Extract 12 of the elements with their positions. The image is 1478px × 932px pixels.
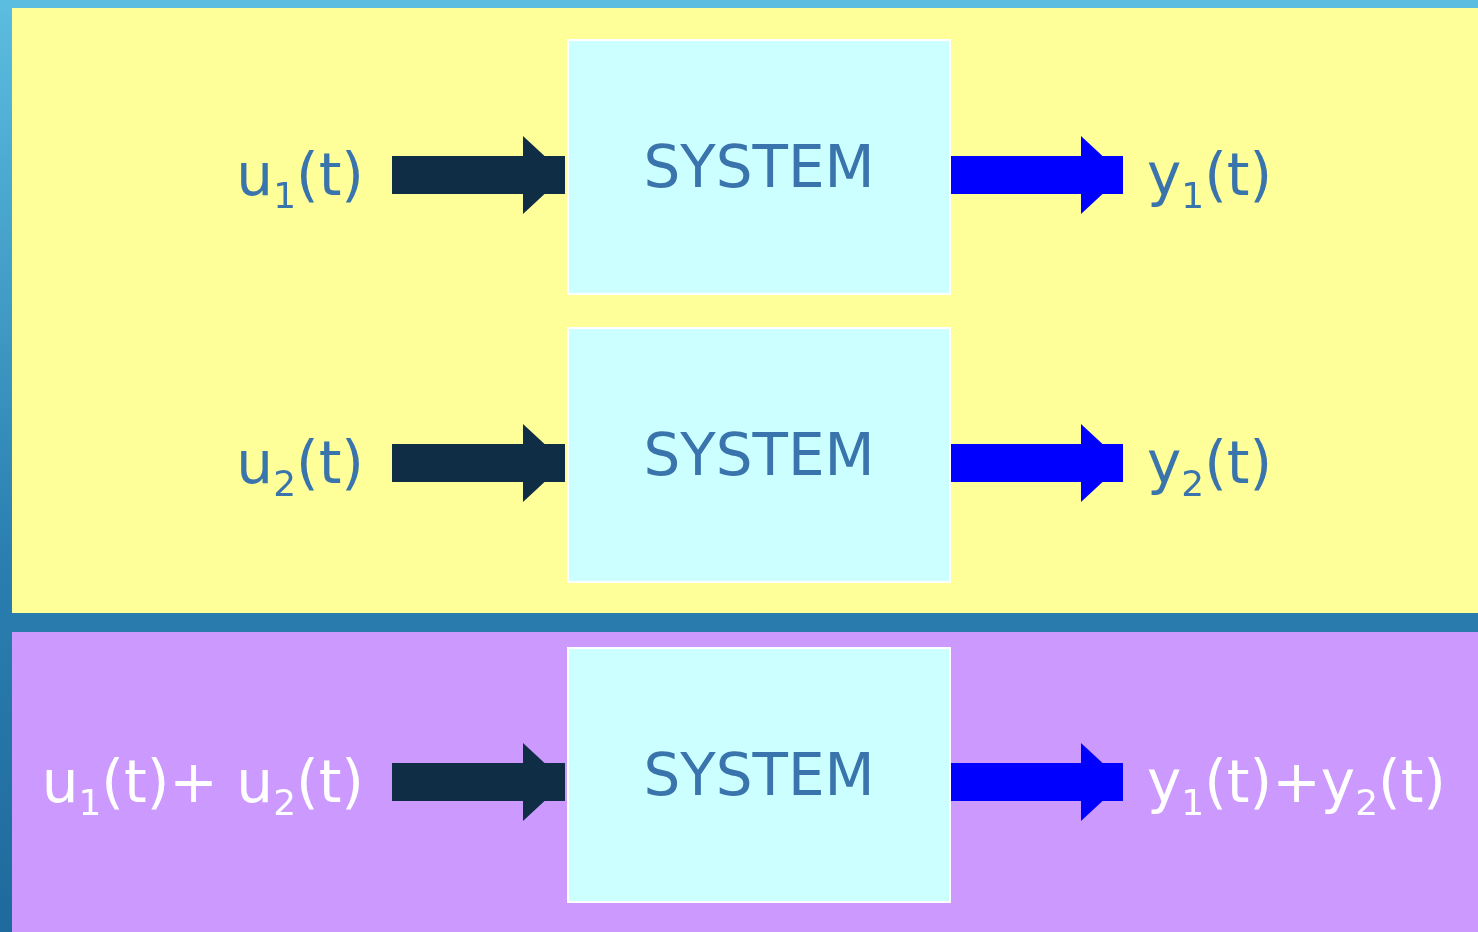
block-arrow [951,424,1123,502]
system-box [567,647,951,903]
block-arrow [951,743,1123,821]
system-box [567,327,951,583]
block-arrow [392,743,565,821]
system-label: SYSTEM [643,138,875,196]
system-box [567,39,951,295]
system-label: SYSTEM [643,746,875,804]
block-arrow [392,424,565,502]
block-arrow [951,136,1123,214]
block-arrow [392,136,565,214]
system-label: SYSTEM [643,426,875,484]
